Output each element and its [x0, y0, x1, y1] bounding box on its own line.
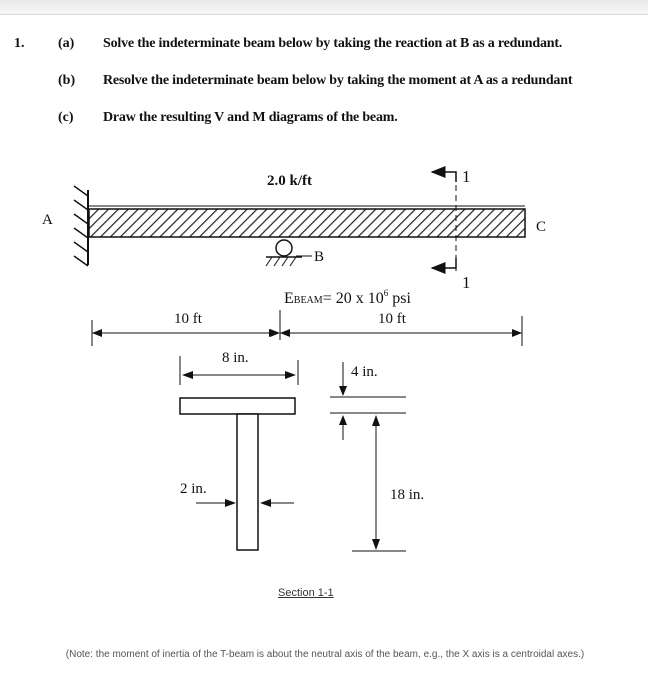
t-flange [179, 397, 296, 415]
part-a-text: Solve the indeterminate beam below by ta… [103, 36, 563, 51]
moment-of-inertia-note: (Note: the moment of inertia of the T-be… [65, 649, 585, 660]
modulus-subscript: BEAM [294, 295, 323, 306]
top-edge-bar [0, 0, 648, 15]
flange-width-dim [179, 356, 299, 385]
label-a: A [42, 212, 53, 228]
part-a-label: (a) [58, 36, 75, 51]
roller-support-b [265, 239, 312, 267]
load-label: 2.0 k/ft [267, 173, 312, 189]
part-b-label: (b) [58, 73, 76, 88]
modulus-label: EBEAM= 20 x 106 psi [284, 288, 411, 307]
section-mark-top: 1 [462, 167, 471, 186]
span-ab-label: 10 ft [174, 311, 203, 327]
flange-thickness-dim [330, 362, 406, 440]
flange-width-label: 8 in. [222, 350, 249, 366]
beam [88, 208, 526, 238]
problem-number: 1. [14, 36, 25, 51]
depth-dim [352, 415, 406, 552]
fixed-support-a [73, 185, 89, 267]
part-b-text: Resolve the indeterminate beam below by … [103, 73, 573, 88]
label-b: B [314, 249, 324, 265]
part-c-text: Draw the resulting V and M diagrams of t… [103, 110, 398, 125]
depth-label: 18 in. [390, 487, 424, 503]
label-c: C [536, 219, 546, 235]
flange-thickness-label: 4 in. [351, 364, 378, 380]
section-caption: Section 1-1 [278, 587, 334, 599]
section-cut-marker [430, 166, 457, 275]
web-thickness-dim [196, 499, 294, 507]
modulus-e: E [284, 290, 294, 307]
web-thickness-label: 2 in. [180, 481, 207, 497]
t-section [179, 397, 296, 551]
modulus-unit: psi [388, 290, 411, 307]
modulus-exponent: 6 [384, 288, 389, 298]
part-c-label: (c) [58, 110, 74, 125]
t-web [236, 413, 259, 551]
modulus-value: = 20 x 10 [323, 290, 384, 307]
span-bc-label: 10 ft [378, 311, 407, 327]
section-mark-bottom: 1 [462, 273, 471, 292]
span-dimension [91, 310, 523, 346]
